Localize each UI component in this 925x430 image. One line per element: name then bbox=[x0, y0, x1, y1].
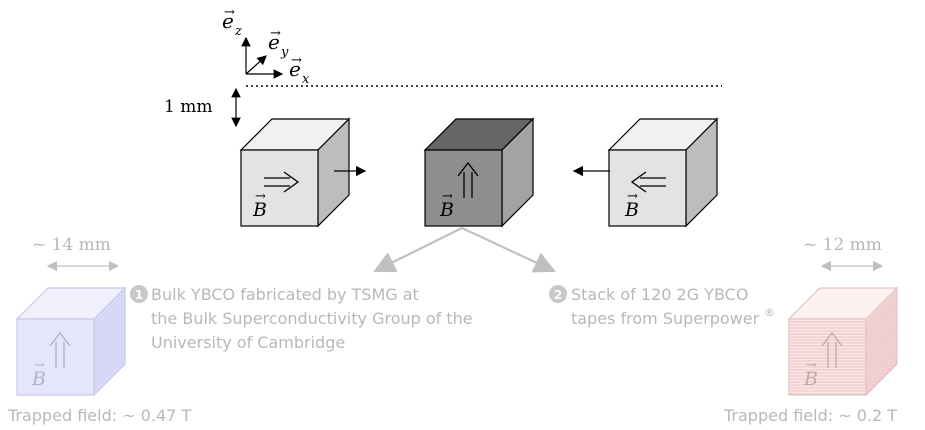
sample-2-desc-line-1: Stack of 120 2G YBCO bbox=[571, 285, 748, 304]
svg-text:→: → bbox=[270, 26, 281, 41]
sample-1-badge: 1 bbox=[130, 285, 148, 303]
double-arrow-up-icon bbox=[457, 161, 479, 198]
sample-2-desc-line-2: tapes from Superpower bbox=[571, 309, 760, 328]
svg-text:→: → bbox=[255, 189, 266, 204]
svg-text:y: y bbox=[280, 45, 289, 60]
ey-label: e y → bbox=[268, 26, 289, 60]
svg-text:→: → bbox=[627, 189, 638, 204]
svg-text:→: → bbox=[291, 53, 302, 68]
double-arrow-right-icon bbox=[264, 171, 300, 193]
coordinate-axes: e z → e y → e x → bbox=[222, 5, 310, 87]
svg-text:z: z bbox=[234, 24, 242, 39]
svg-text:B: B bbox=[803, 368, 818, 390]
svg-text:B: B bbox=[31, 368, 46, 390]
sample-1-trapped-field: Trapped field: ~ 0.47 T bbox=[7, 406, 191, 425]
svg-text:→: → bbox=[224, 5, 235, 20]
left-magnet-cube: B → bbox=[239, 117, 351, 228]
double-arrow-left-icon bbox=[630, 171, 666, 193]
gap-indicator: 1 mm bbox=[164, 87, 241, 128]
svg-text:2: 2 bbox=[554, 288, 562, 302]
sample-1: ~ 14 mm B → 1 Bulk YBCO fabricated by TS… bbox=[7, 235, 473, 425]
b-field-label: B bbox=[252, 199, 267, 221]
arrow-to-sample-2 bbox=[461, 227, 556, 273]
sample-1-desc-line-2: the Bulk Superconductivity Group of the bbox=[151, 309, 473, 328]
tape-layer-lines bbox=[789, 290, 898, 395]
svg-text:→: → bbox=[34, 358, 45, 373]
sample-1-desc-line-1: Bulk YBCO fabricated by TSMG at bbox=[151, 285, 419, 304]
center-magnet-cube: B → bbox=[423, 117, 535, 228]
registered-mark: ® bbox=[764, 306, 775, 319]
ex-label: e x → bbox=[289, 53, 310, 87]
right-magnet-cube: B → bbox=[607, 117, 719, 228]
arrow-to-sample-1 bbox=[373, 227, 463, 273]
svg-text:e: e bbox=[222, 9, 234, 33]
sample-1-cube: B → bbox=[15, 286, 127, 397]
sample-2-badge: 2 bbox=[549, 285, 567, 303]
svg-text:→: → bbox=[442, 189, 453, 204]
b-field-label: B bbox=[439, 199, 454, 221]
sample-2-dimension: ~ 12 mm bbox=[803, 235, 882, 255]
sample-2-cube: B → bbox=[787, 286, 899, 397]
svg-text:→: → bbox=[806, 358, 817, 373]
b-field-label: B bbox=[624, 199, 639, 221]
gap-label: 1 mm bbox=[164, 97, 212, 117]
sample-2: ~ 12 mm B → 2 Stack of 120 2G YBCO tapes… bbox=[549, 235, 899, 425]
sample-1-dimension: ~ 14 mm bbox=[32, 235, 111, 255]
svg-text:e: e bbox=[289, 57, 301, 81]
svg-text:1: 1 bbox=[135, 288, 143, 302]
svg-text:x: x bbox=[302, 72, 310, 87]
svg-text:e: e bbox=[268, 30, 280, 54]
ez-label: e z → bbox=[222, 5, 242, 39]
sample-1-desc-line-3: University of Cambridge bbox=[151, 333, 345, 352]
sample-2-trapped-field: Trapped field: ~ 0.2 T bbox=[723, 406, 897, 425]
